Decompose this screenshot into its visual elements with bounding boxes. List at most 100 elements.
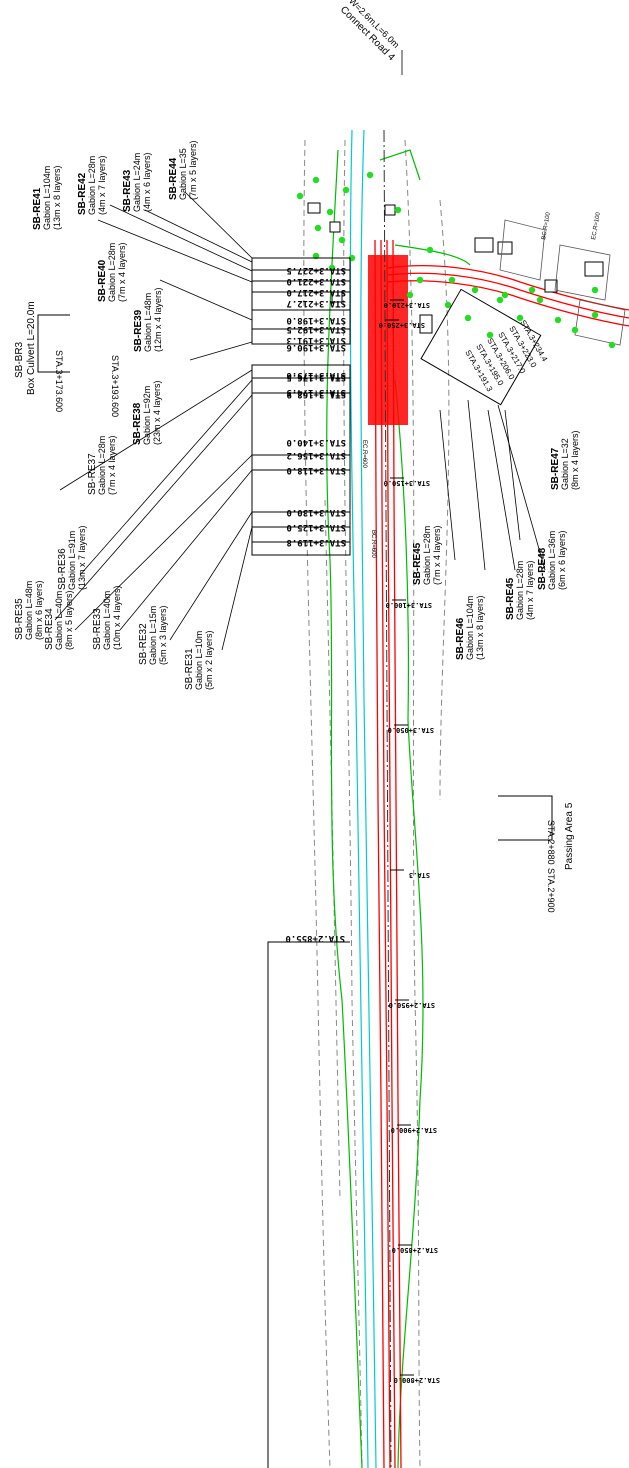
gabion-spec: Gabion L=104m (465, 596, 475, 660)
tree-marker (416, 276, 424, 284)
tree-marker (464, 314, 472, 322)
sta-left-label: STA.3+176.5 (286, 372, 346, 382)
gabion-spec: Gabion L=36m (547, 531, 557, 590)
gabion-name: SB-RE41 (32, 187, 43, 230)
gabion-spec: Gabion L=15m (148, 606, 158, 665)
tree-marker (326, 208, 334, 216)
sta-left-label: STA.3+168.9 (286, 389, 346, 399)
gabion-size: (8m x 6 layers) (34, 580, 44, 640)
gabion-spec: Gabion L=92m (142, 386, 152, 445)
gabion-spec: Gabion L=28m (97, 436, 107, 495)
gabion-spec: Gabion L=40m (54, 591, 64, 650)
gabion-name: SB-RE31 (184, 648, 195, 690)
chainage-marks: STA.3+250.0STA.3+210.0STA.3+150.0STA.3+1… (379, 299, 440, 1384)
chainage-label: STA.3+050.0 (388, 726, 434, 734)
chainage-label: STA.2+950.0 (389, 1001, 435, 1009)
curve-label-1: EC.R=600 (361, 440, 367, 469)
sta-bottom-label: STA.2+855.0 (285, 933, 345, 943)
gabion-size: (5m x 3 layers) (158, 605, 168, 665)
tree-marker (342, 186, 350, 194)
gabion-name: SB-RE43 (122, 169, 133, 212)
sta-left-label: STA.3+125.0 (286, 522, 346, 532)
tree-marker (536, 296, 544, 304)
tree-marker (366, 171, 374, 179)
sta-left-label: STA.3+191.3 (286, 335, 346, 345)
chainage-label: STA.3 (409, 871, 430, 879)
curve-label-4: EC.R=100 (591, 211, 602, 240)
gabion-name: SB-RE33 (92, 608, 103, 650)
gabion-size: (8m x 5 layers) (64, 590, 74, 650)
sta-left-labels: STA.3+227.5STA.3+221.0STA.3+217.0STA.3+2… (286, 265, 346, 547)
sta-left-label: STA.3+140.0 (286, 437, 346, 447)
gabion-name: SB-RE34 (44, 608, 55, 650)
connect-road-label: Connect Road 4 W=2.6m,L=6.0m (338, 0, 401, 64)
gabion-size: (8m x 4 layers) (570, 430, 580, 490)
road-centerline (383, 129, 392, 1468)
sta-left-label: STA.3+190.6 (286, 342, 346, 352)
gabion-size: (4m x 6 layers) (142, 152, 152, 212)
gabion-name: SB-RE32 (138, 623, 149, 665)
gabion-spec: Gabion L=35 (178, 148, 188, 200)
chainage-label: STA.2+800.0 (394, 1376, 440, 1384)
sta-left-label: STA.3+192.5 (286, 324, 346, 334)
tree-marker (406, 291, 414, 299)
gabion-name: SB-RE37 (87, 453, 98, 495)
sta-right-labels: STA.3+234.4STA.3+223.0STA.3+217.0STA.3+2… (463, 319, 549, 394)
gabion-spec: Gabion L=91m (67, 531, 77, 590)
box-culvert-desc: Box Culvert L=20.0m (26, 301, 37, 395)
tree-marker (554, 316, 562, 324)
box-culvert-name: SB-BR3 (14, 341, 25, 378)
tree-marker (314, 224, 322, 232)
gabion-size: (10m x 4 layers) (112, 585, 122, 650)
sta-table-right (420, 288, 542, 406)
tree-marker (571, 326, 579, 334)
passing-area-name: Passing Area 5 (564, 802, 575, 870)
tree-marker (448, 276, 456, 284)
tree-marker (608, 341, 616, 349)
chainage-label: STA.3+150.0 (384, 479, 430, 487)
gabion-name: SB-RE48 (537, 547, 548, 590)
tree-marker (312, 176, 320, 184)
sta-left-label: STA.3+217.0 (286, 287, 346, 297)
sta-bottom-marker: STA.2+855.0 (267, 933, 350, 1468)
gabion-size: (13m x 7 layers) (77, 525, 87, 590)
gabion-name: SB-RE45 (505, 577, 516, 620)
gabion-name: SB-RE38 (132, 402, 143, 445)
tree-marker (591, 311, 599, 319)
box-culvert-label: SB-BR3 Box Culvert L=20.0m STA.3+173.600… (14, 301, 120, 417)
gabion-size: (5m x 2 layers) (204, 630, 214, 690)
gabion-spec: Gabion L=28m (87, 156, 97, 215)
gabion-size: (7m x 4 layers) (107, 435, 117, 495)
buildings (307, 202, 604, 334)
tree-marker (528, 286, 536, 294)
tree-marker (296, 192, 304, 200)
gabion-size: (12m x 4 layers) (153, 287, 163, 352)
sta-left-label: STA.3+175.6 (286, 370, 346, 380)
tree-marker (591, 286, 599, 294)
sta-left-label: STA.3+156.2 (286, 450, 346, 460)
sta-left-label: STA.3+212.7 (286, 298, 346, 308)
gabion-spec: Gabion L=28m (107, 243, 117, 302)
gabion-size: (4m x 7 layers) (97, 155, 107, 215)
gabion-spec: Gabion L=24m (132, 153, 142, 212)
gabion-name: SB-RE36 (57, 548, 68, 590)
tree-marker (338, 236, 346, 244)
tree-marker (501, 291, 509, 299)
gabion-name: SB-RE45 (412, 542, 423, 585)
sta-left-label: STA.3+119.8 (286, 537, 346, 547)
